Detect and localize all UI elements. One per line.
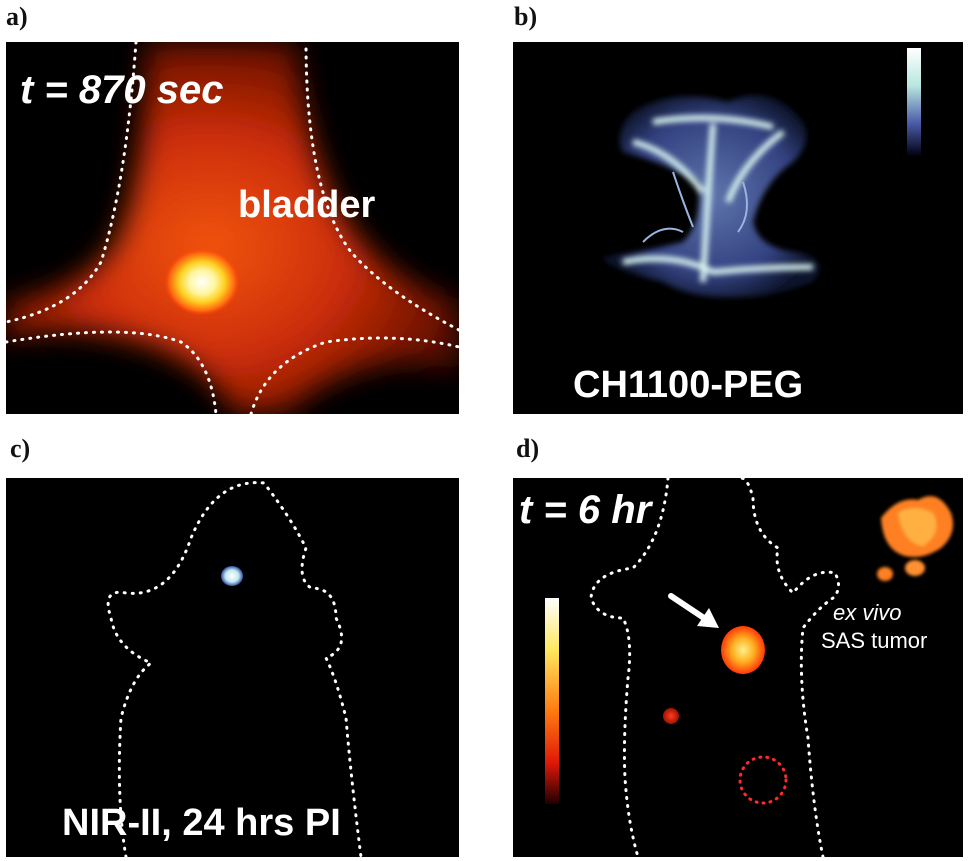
tumor-signal — [721, 626, 765, 674]
panel-d-exvivo-line1: ex vivo — [833, 600, 902, 625]
mouse-outline — [6, 42, 459, 414]
panel-b-probe: CH1100-PEG — [573, 364, 804, 406]
colorbar-hot — [545, 598, 559, 804]
panel-a-organ-label: bladder — [238, 184, 376, 226]
tumor-marker-circle — [738, 755, 788, 805]
panel-d-label: d) — [516, 434, 540, 463]
panel-c-scene — [106, 481, 363, 857]
mouse-outline — [106, 481, 363, 857]
panel-a-time: t = 870 sec — [20, 68, 224, 112]
mouse-outline — [589, 478, 840, 857]
bladder-hotspot — [164, 248, 240, 316]
signal-dot — [221, 566, 243, 586]
panel-a-image: t = 870 sec bladder — [6, 42, 459, 414]
panel-d-scene — [545, 478, 954, 857]
panel-d-exvivo-line2: SAS tumor — [821, 628, 928, 653]
ex-vivo-tumor — [877, 496, 954, 581]
small-signal — [663, 708, 679, 724]
panel-b-image: CH1100-PEG — [513, 42, 963, 414]
panel-a-label: a) — [6, 2, 28, 31]
panel-c-image: NIR-II, 24 hrs PI — [6, 478, 459, 857]
panel-d-time: t = 6 hr — [519, 488, 652, 532]
panel-b-label: b) — [514, 2, 538, 31]
panel-d-image: t = 6 hr ex vivo SAS tumor — [513, 478, 963, 857]
panel-c-label: c) — [10, 434, 31, 463]
panel-b-scene — [603, 48, 921, 298]
panel-c-caption: NIR-II, 24 hrs PI — [62, 802, 341, 844]
arrow-icon — [668, 593, 719, 628]
mouse-body-glow — [6, 42, 459, 414]
colorbar-blue — [907, 48, 921, 156]
panel-a-scene — [6, 42, 459, 414]
